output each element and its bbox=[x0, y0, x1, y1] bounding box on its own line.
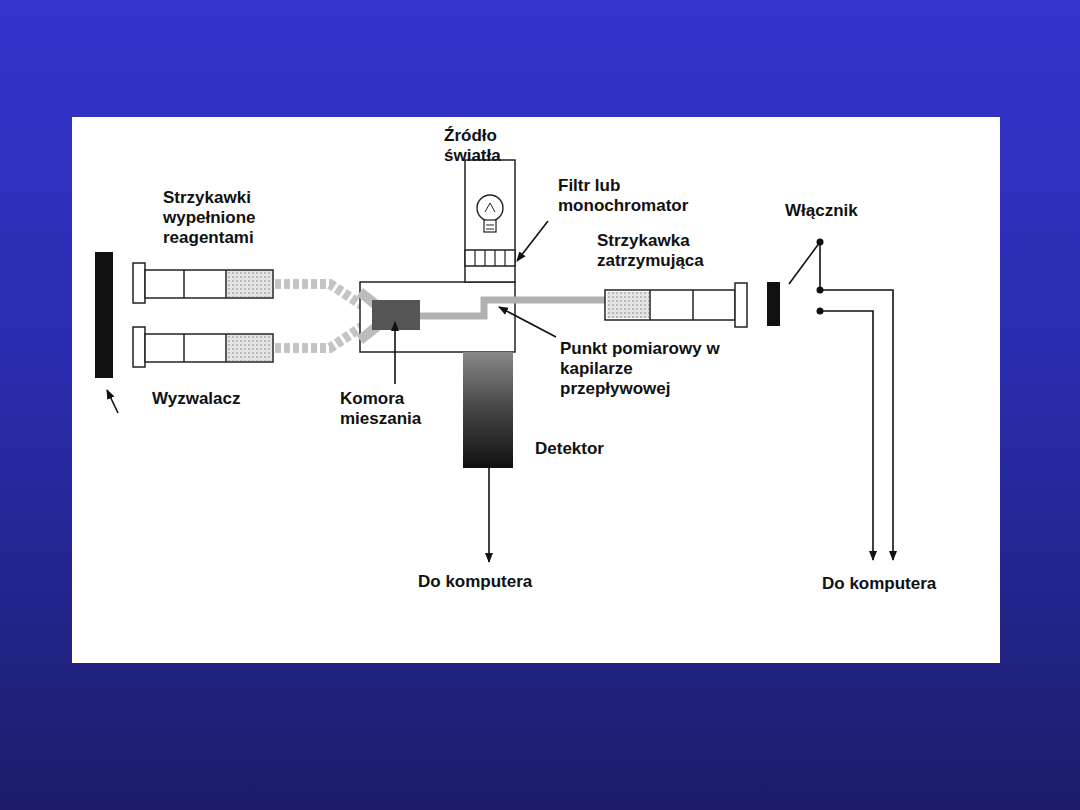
label-to-computer: Do komputera bbox=[418, 572, 568, 592]
mixing-chamber bbox=[372, 300, 420, 330]
light-bulb bbox=[477, 195, 503, 232]
label-syringes: Strzykawki wypełnione reagentami bbox=[163, 188, 283, 248]
label-measuring-point: Punkt pomiarowy w kapilarze przepływowej bbox=[560, 339, 725, 399]
reagent-syringes bbox=[133, 263, 273, 367]
label-detector: Detektor bbox=[535, 439, 655, 459]
detector bbox=[463, 352, 513, 468]
label-filter: Filtr lub monochromator bbox=[558, 176, 718, 216]
stopping-syringe bbox=[605, 283, 747, 327]
trigger-bar bbox=[95, 252, 113, 378]
label-trigger: Wyzwalacz bbox=[152, 389, 272, 409]
label-switch: Włącznik bbox=[785, 201, 905, 221]
switch bbox=[789, 242, 893, 560]
label-stop-syringe: Strzykawka zatrzymująca bbox=[597, 231, 742, 271]
label-mixing-chamber: Komora mieszania bbox=[340, 389, 435, 429]
stop-block bbox=[767, 282, 780, 326]
filter bbox=[465, 250, 515, 266]
label-light-source: Źródło światła bbox=[444, 126, 524, 166]
light-source bbox=[465, 160, 515, 282]
label-to-computer: Do komputera bbox=[822, 574, 972, 594]
